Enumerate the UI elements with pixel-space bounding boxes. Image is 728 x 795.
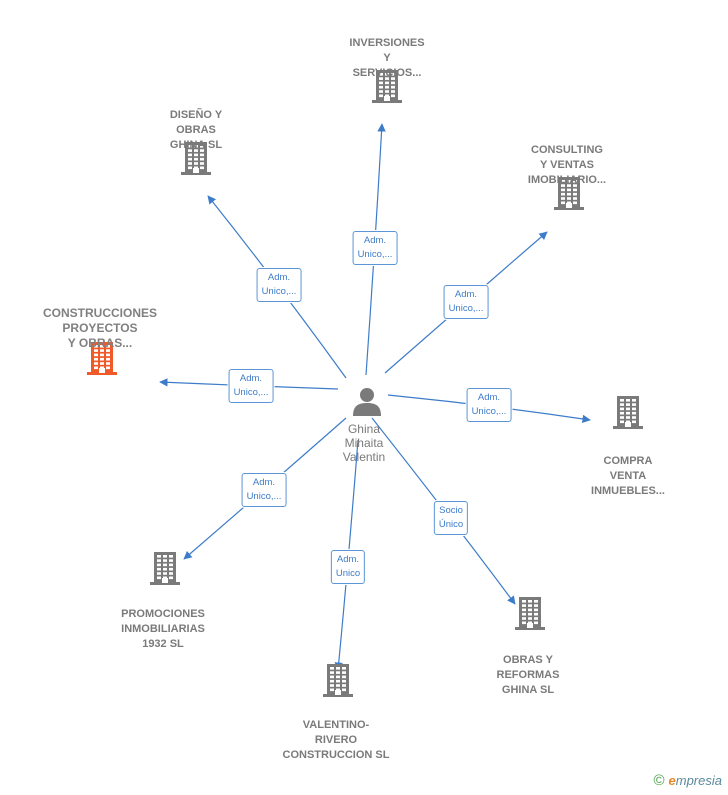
footer-brand: ©empresia: [653, 772, 722, 789]
person-icon[interactable]: [352, 386, 382, 416]
edge-label-consulting[interactable]: Adm. Unico,...: [443, 285, 489, 319]
company-label-construcciones[interactable]: CONSTRUCCIONES PROYECTOS Y OBRAS...: [42, 306, 158, 350]
company-node-compra[interactable]: [613, 395, 643, 434]
edge-label-promociones[interactable]: Adm. Unico,...: [241, 473, 287, 507]
company-label-compra[interactable]: COMPRA VENTA INMUEBLES...: [591, 455, 665, 497]
edge-label-construcciones[interactable]: Adm. Unico,...: [228, 369, 274, 403]
company-node-construcciones[interactable]: [87, 341, 117, 380]
company-node-obras[interactable]: [515, 596, 545, 635]
copyright-icon: ©: [653, 772, 665, 789]
brand-rest: mpresia: [675, 773, 722, 788]
edge-label-valentino[interactable]: Adm. Unico: [330, 550, 366, 584]
building-icon[interactable]: [150, 551, 180, 585]
company-label-obras[interactable]: OBRAS Y REFORMAS GHINA SL: [496, 654, 560, 696]
brand-e: e: [668, 773, 676, 788]
company-label-valentino[interactable]: VALENTINO- RIVERO CONSTRUCCION SL: [282, 719, 390, 761]
edge-label-inversiones[interactable]: Adm. Unico,...: [352, 231, 398, 265]
company-node-promociones[interactable]: [150, 551, 180, 590]
company-label-inversiones[interactable]: INVERSIONES Y SERVICIOS...: [349, 37, 425, 79]
edge-label-compra[interactable]: Adm. Unico,...: [466, 388, 512, 422]
person-name[interactable]: Ghina Mihaita Valentin: [342, 422, 386, 464]
building-icon[interactable]: [87, 341, 117, 375]
building-icon[interactable]: [181, 141, 211, 175]
building-icon[interactable]: [613, 395, 643, 429]
edge-label-diseno[interactable]: Adm. Unico,...: [256, 268, 302, 302]
building-icon[interactable]: [515, 596, 545, 630]
company-node-valentino[interactable]: [323, 663, 353, 702]
company-label-promociones[interactable]: PROMOCIONES INMOBILIARIAS 1932 SL: [121, 608, 205, 650]
company-label-diseno[interactable]: DISEÑO Y OBRAS GHINA SL: [169, 109, 223, 151]
company-node-diseno[interactable]: [181, 141, 211, 180]
edge-label-obras[interactable]: Socio Único: [433, 501, 469, 535]
company-label-consulting[interactable]: CONSULTING Y VENTAS IMOBILIARIO...: [527, 144, 607, 186]
building-icon[interactable]: [372, 69, 402, 103]
company-node-consulting[interactable]: [554, 176, 584, 215]
building-icon[interactable]: [554, 176, 584, 210]
building-icon[interactable]: [323, 663, 353, 697]
company-node-inversiones[interactable]: [372, 69, 402, 108]
